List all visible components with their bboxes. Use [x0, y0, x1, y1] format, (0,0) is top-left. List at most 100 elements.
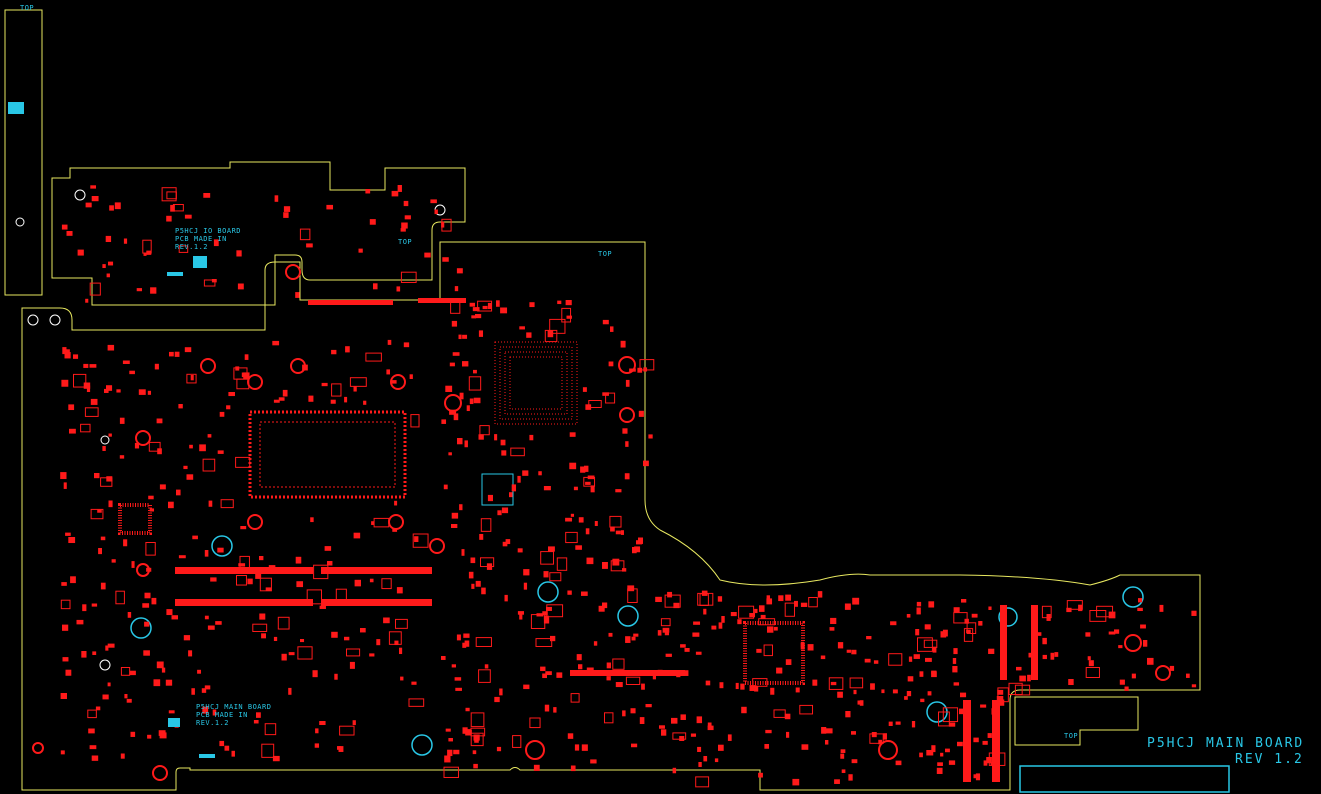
smd-component [244, 354, 249, 360]
smd-component [272, 755, 280, 762]
smd-component [540, 551, 554, 565]
smd-component [412, 533, 429, 548]
smd-component [924, 624, 931, 630]
smd-component [331, 631, 338, 638]
smd-component [123, 238, 128, 244]
smd-component [517, 548, 523, 553]
smd-component [1140, 624, 1146, 629]
smd-component [830, 617, 837, 625]
small-components [60, 185, 1197, 788]
smd-component [496, 746, 502, 752]
smd-component [864, 658, 871, 663]
smd-component [501, 450, 507, 456]
smd-component [409, 374, 413, 379]
smd-component [828, 677, 844, 690]
smd-component [1085, 632, 1091, 637]
smd-component [148, 441, 161, 452]
smd-component [478, 669, 491, 683]
smd-component [1087, 656, 1091, 661]
smd-component [487, 494, 493, 502]
smd-component [556, 557, 568, 571]
smd-component [661, 729, 667, 736]
smd-component [373, 517, 390, 528]
smd-component [543, 486, 551, 491]
smd-component [523, 684, 530, 690]
smd-component [462, 642, 467, 648]
smd-component [500, 439, 506, 446]
smd-component [310, 517, 314, 523]
smd-component [313, 564, 329, 580]
smd-component [840, 753, 845, 759]
smd-component [730, 612, 737, 617]
smd-component [652, 674, 657, 680]
smd-component [980, 704, 987, 708]
smd-component [283, 206, 291, 212]
smd-component [295, 292, 300, 298]
smd-component [684, 648, 690, 652]
smd-component [1147, 657, 1154, 665]
smd-component [853, 689, 857, 695]
smd-component [470, 732, 484, 747]
smd-component [631, 636, 636, 641]
smd-component [622, 710, 626, 717]
smd-component [959, 708, 965, 715]
smd-component [130, 731, 136, 737]
smd-component [615, 530, 621, 535]
smd-component [247, 578, 253, 585]
smd-component [883, 733, 887, 740]
smd-component [926, 750, 934, 756]
smd-component [283, 212, 289, 218]
smd-component [445, 728, 451, 732]
smd-component [203, 193, 211, 198]
smd-component [89, 364, 97, 368]
smd-component [536, 613, 544, 617]
smd-component [235, 366, 240, 371]
smd-component [925, 657, 932, 662]
smd-component [84, 407, 99, 417]
smd-component [352, 720, 356, 726]
smd-component [202, 458, 216, 472]
smd-component [473, 734, 480, 741]
smd-component [150, 287, 157, 294]
smd-component [952, 666, 958, 673]
smd-component [696, 716, 703, 724]
smd-component [124, 694, 128, 699]
sub-board-outline [1014, 696, 1139, 746]
smd-component [441, 419, 447, 424]
smd-component [662, 627, 670, 633]
smd-component [451, 320, 458, 327]
smd-component [594, 521, 598, 527]
smd-component [638, 537, 644, 544]
smd-component [482, 305, 488, 310]
smd-component [849, 677, 864, 689]
smd-component [457, 438, 463, 445]
smd-component [456, 268, 463, 274]
smd-component [259, 577, 272, 592]
smd-component [204, 615, 209, 620]
smd-component [400, 676, 404, 681]
smd-component [784, 602, 795, 617]
cyan-hatched-pad [1019, 765, 1230, 793]
smd-component [931, 745, 936, 753]
smd-component [957, 741, 963, 747]
smd-component [852, 597, 860, 605]
smd-component [581, 744, 588, 751]
smd-component [76, 619, 84, 625]
smd-component [786, 731, 790, 738]
smd-component [63, 482, 67, 489]
smd-component [102, 264, 106, 269]
smd-component [240, 526, 247, 530]
smd-component [627, 585, 635, 592]
smd-component [841, 769, 846, 773]
smd-component [799, 704, 814, 715]
smd-component [916, 607, 921, 615]
smd-component [109, 205, 114, 211]
smd-component [740, 683, 745, 690]
smd-component [807, 644, 814, 651]
smd-component [711, 625, 717, 630]
smd-component [888, 721, 893, 726]
smd-component [414, 536, 419, 543]
smd-component [60, 750, 65, 755]
smd-component [190, 375, 194, 381]
smd-component [186, 474, 194, 480]
